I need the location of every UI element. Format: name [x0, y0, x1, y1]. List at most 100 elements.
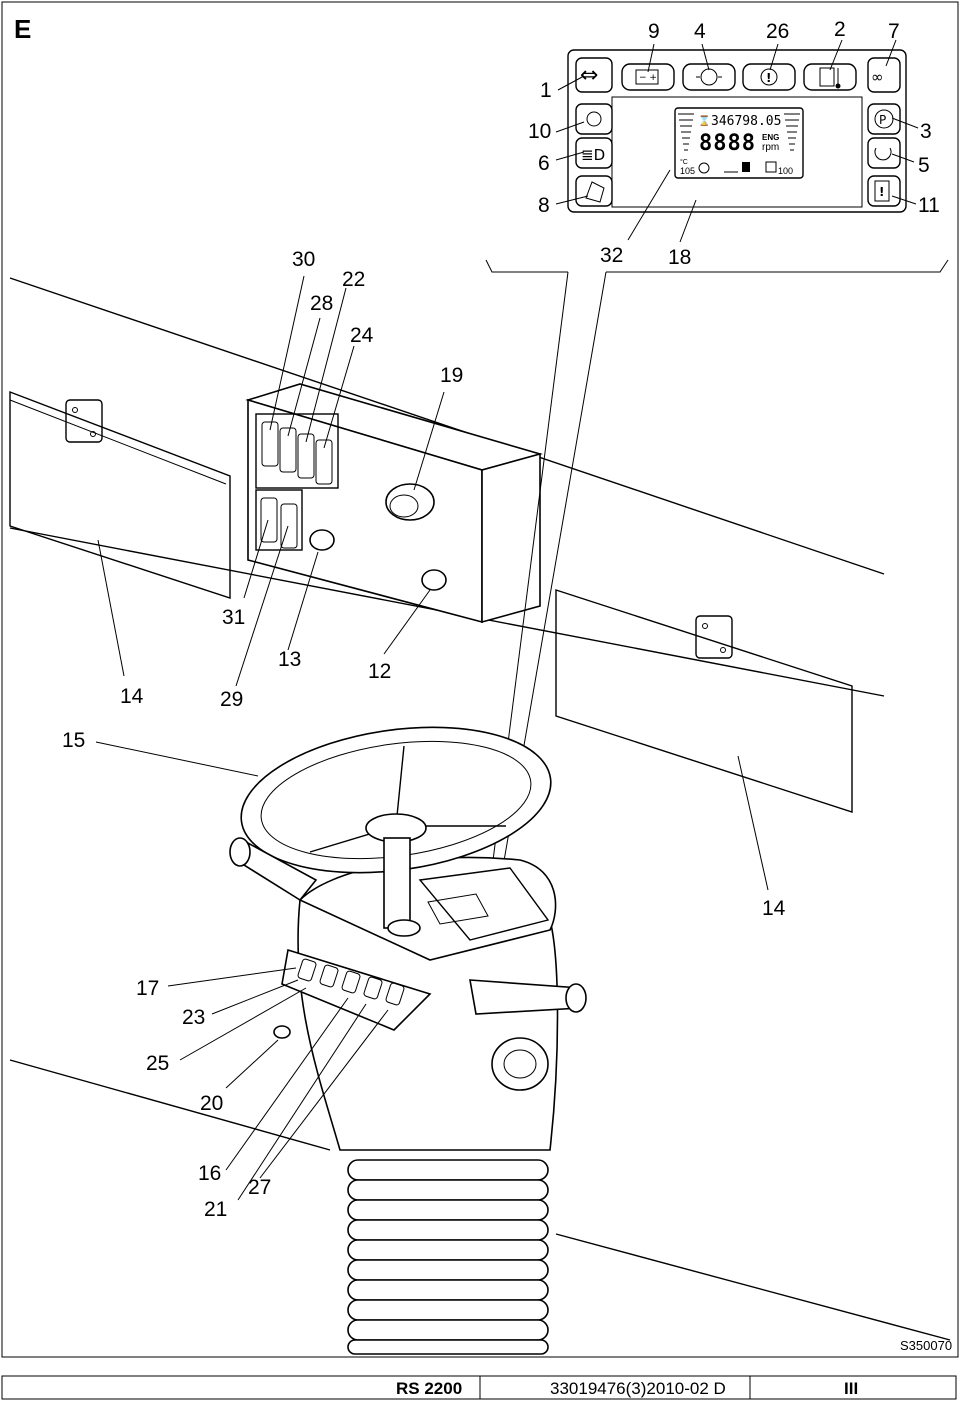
indicator-oil-pressure [682, 63, 736, 91]
callout-12: 12 [368, 660, 391, 683]
push-button[interactable] [421, 569, 447, 591]
eng-label: ENG [762, 133, 779, 142]
hydraulic-icon [874, 147, 892, 161]
callout-14-right: 14 [762, 897, 786, 920]
callout-24: 24 [350, 324, 374, 347]
figure-letter: E [14, 14, 31, 44]
small-lever[interactable] [273, 1025, 291, 1039]
callout-31: 31 [222, 606, 245, 629]
rocker-switch[interactable] [297, 433, 315, 479]
rocker-switch[interactable] [261, 421, 279, 467]
oil-temperature-icon [819, 67, 835, 87]
column-leader-lines [95, 741, 389, 1201]
indicator-headlight [575, 137, 613, 169]
callout-11: 11 [918, 194, 940, 217]
rocker-switch[interactable] [280, 503, 298, 549]
right-stalk-lever[interactable] [469, 979, 581, 1015]
figure-frame [1, 1, 959, 1358]
indicator-oil-temperature [803, 63, 857, 91]
steering-column-assembly [9, 726, 951, 1355]
callout-23: 23 [182, 1006, 205, 1029]
panel-leader-lines [485, 39, 949, 273]
lcd-left-bargraph [678, 113, 694, 151]
callout-14-left: 14 [120, 685, 144, 708]
rocker-switch[interactable] [297, 958, 317, 982]
title-block: RS 2200 33019476(3)2010-02 D III [1, 1375, 957, 1400]
callout-32: 32 [600, 244, 623, 267]
callout-29: 29 [220, 688, 243, 711]
indicator-parking-brake [867, 103, 901, 135]
rocker-switch[interactable] [385, 982, 405, 1006]
tank-icon [742, 162, 750, 172]
bellows [347, 1159, 549, 1355]
callout-15: 15 [62, 729, 85, 752]
callout-5: 5 [918, 154, 930, 177]
callout-30: 30 [292, 248, 315, 271]
callout-25: 25 [146, 1052, 169, 1075]
temp-value: 105 [680, 166, 695, 176]
rocker-switch[interactable] [319, 964, 339, 988]
footer-document: 33019476(3)2010-02 D [550, 1379, 726, 1398]
callout-1: 1 [540, 79, 552, 102]
callout-9: 9 [648, 20, 660, 43]
svg-text:!: ! [766, 71, 771, 85]
light-bulb-icon [586, 111, 602, 127]
ignition-switch[interactable] [491, 1037, 549, 1091]
coolant-icon [698, 162, 710, 174]
upper-panel-assembly [9, 277, 885, 813]
glow-plug-icon: ∞ [871, 68, 884, 86]
headlight-icon: ≣D [581, 146, 605, 164]
rocker-switch[interactable] [279, 427, 297, 473]
callout-13: 13 [278, 648, 301, 671]
left-cover-panel [9, 390, 231, 599]
direction-arrows-icon: ⇔ [580, 63, 598, 88]
callout-22: 22 [342, 268, 365, 291]
rocker-switch[interactable] [260, 497, 278, 543]
right-cover-panel [555, 589, 853, 813]
lcd-display [674, 107, 804, 179]
column-lcd [427, 893, 489, 925]
rocker-switch[interactable] [315, 439, 333, 485]
emergency-stop-button[interactable] [385, 483, 435, 521]
callout-27: 27 [248, 1176, 271, 1199]
parking-brake-icon [874, 109, 894, 129]
footer-model: RS 2200 [396, 1379, 462, 1398]
callout-3: 3 [920, 120, 932, 143]
tilt-icon [585, 181, 605, 203]
temp-unit: °C [680, 158, 688, 166]
callout-8: 8 [538, 194, 550, 217]
indicator-warning [742, 63, 796, 91]
rocker-switch[interactable] [341, 970, 361, 994]
push-button[interactable] [309, 529, 335, 551]
footer-section: III [844, 1379, 858, 1398]
oil-drop-icon [700, 68, 718, 86]
rocker-switch-bank-lower [255, 489, 303, 551]
column-display-panel [418, 867, 550, 941]
callout-10: 10 [528, 120, 551, 143]
callout-21: 21 [204, 1198, 227, 1221]
rocker-switch-bank-upper [255, 413, 339, 489]
rpm-readout: 8888 [699, 131, 756, 156]
callout-16: 16 [198, 1162, 221, 1185]
callout-4: 4 [694, 20, 706, 43]
svg-text:− +: − + [639, 73, 657, 83]
indicator-glow-plug [867, 57, 901, 93]
indicator-hydraulic [867, 137, 901, 169]
fuel-alarm-icon [874, 180, 890, 202]
rpm-label: rpm [762, 142, 779, 153]
callout-20: 20 [200, 1092, 223, 1115]
indicator-battery [621, 63, 675, 91]
fuel-value: 100 [778, 166, 793, 176]
left-hinge [65, 399, 103, 443]
callout-labels: 1 2 3 4 5 6 7 8 9 10 11 12 13 14 14 15 1… [62, 18, 940, 1221]
indicator-work-light [575, 103, 613, 135]
indicator-tilt [575, 175, 613, 207]
rocker-switch[interactable] [363, 976, 383, 1000]
indicator-fuel-alarm [867, 175, 901, 207]
indicator-direction [575, 57, 613, 93]
callout-19: 19 [440, 364, 463, 387]
hour-meter: 346798.05 [711, 114, 781, 129]
hourglass-icon: ⌛ [698, 114, 710, 127]
